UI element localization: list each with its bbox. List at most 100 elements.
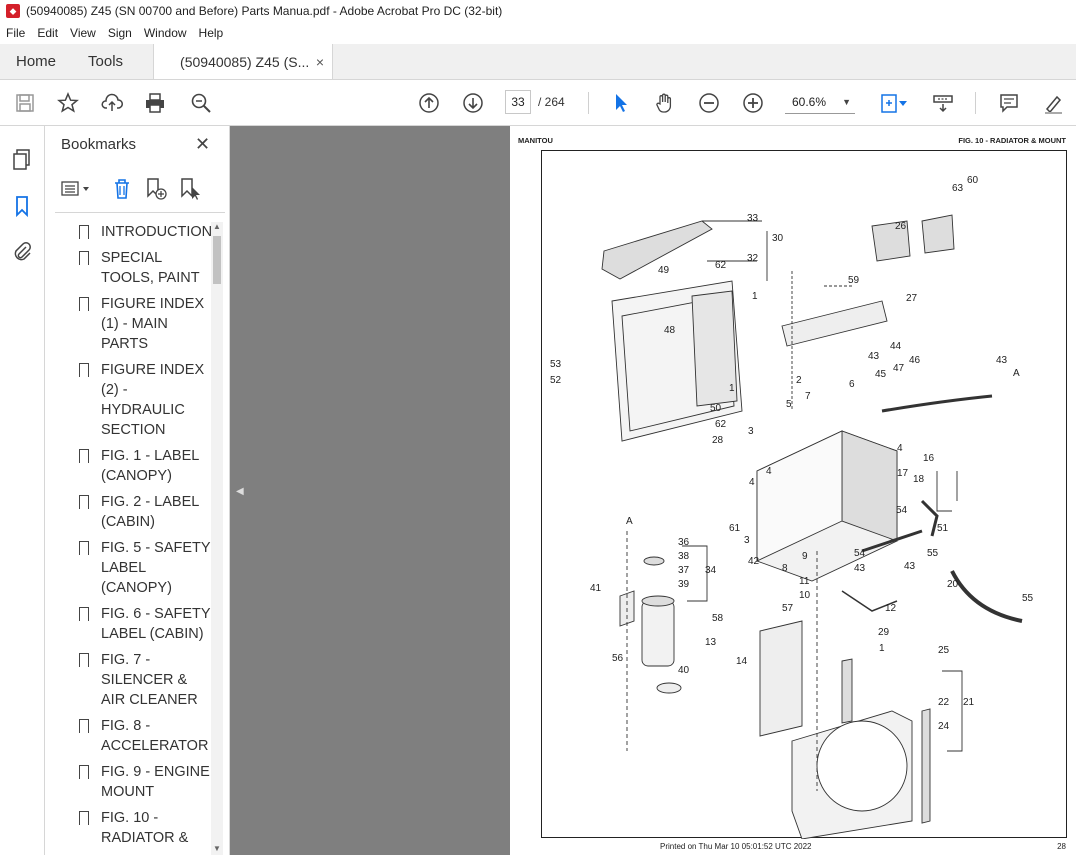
part-callout-label: 43 bbox=[868, 351, 880, 362]
scrollbar-thumb[interactable] bbox=[213, 236, 221, 284]
new-bookmark-icon[interactable] bbox=[143, 176, 169, 202]
part-callout-label: 14 bbox=[736, 656, 748, 667]
scroll-up-icon[interactable]: ▲ bbox=[213, 222, 221, 231]
bookmark-item[interactable]: FIGURE INDEX (2) - HYDRAULIC SECTION bbox=[75, 360, 211, 440]
find-bookmark-icon[interactable] bbox=[177, 176, 203, 202]
part-callout-label: 37 bbox=[678, 565, 690, 576]
part-callout-label: 34 bbox=[705, 565, 717, 576]
bookmarks-divider bbox=[55, 212, 225, 213]
part-callout-label: 1 bbox=[879, 643, 885, 654]
zoom-in-icon[interactable] bbox=[740, 90, 766, 116]
menu-help[interactable]: Help bbox=[198, 26, 224, 40]
menu-file[interactable]: File bbox=[6, 26, 26, 40]
document-viewer[interactable]: ◀ MANITOU FIG. 10 - RADIATOR & MOUNT bbox=[230, 126, 1076, 855]
part-callout-label: 43 bbox=[854, 563, 866, 574]
bookmarks-scrollbar[interactable]: ▲ ▼ bbox=[211, 222, 223, 855]
bookmark-icon bbox=[78, 653, 89, 672]
select-cursor-icon[interactable] bbox=[608, 90, 634, 116]
page-header-left: MANITOU bbox=[518, 136, 553, 145]
bookmark-item[interactable]: FIG. 8 - ACCELERATOR bbox=[75, 716, 211, 756]
bookmark-options-icon[interactable] bbox=[59, 176, 89, 202]
menu-edit[interactable]: Edit bbox=[37, 26, 59, 40]
part-callout-label: 30 bbox=[772, 233, 784, 244]
bookmark-item[interactable]: FIG. 5 - SAFETY LABEL (CANOPY) bbox=[75, 538, 211, 598]
window-title: (50940085) Z45 (SN 00700 and Before) Par… bbox=[26, 4, 503, 18]
part-callout-label: 9 bbox=[802, 551, 808, 562]
bookmark-star-icon[interactable] bbox=[55, 90, 81, 116]
part-callout-label: 4 bbox=[766, 466, 772, 477]
bookmark-item[interactable]: FIG. 2 - LABEL (CABIN) bbox=[75, 492, 211, 532]
highlight-pen-icon[interactable] bbox=[1040, 90, 1066, 116]
page-thumbnails-icon[interactable] bbox=[10, 148, 34, 172]
bookmark-item[interactable]: FIG. 9 - ENGINE MOUNT bbox=[75, 762, 211, 802]
tab-document[interactable]: (50940085) Z45 (S... × bbox=[153, 44, 334, 79]
part-callout-label: 62 bbox=[715, 260, 727, 271]
part-callout-label: 8 bbox=[782, 563, 788, 574]
menu-sign[interactable]: Sign bbox=[107, 26, 132, 40]
toolbar-divider bbox=[588, 92, 589, 114]
part-callout-label: 38 bbox=[678, 551, 690, 562]
part-callout-label: 53 bbox=[550, 359, 562, 370]
diagram-callouts: 3330326249148535250162285927266360434445… bbox=[550, 175, 1034, 732]
page-number-input[interactable]: 33 bbox=[505, 90, 531, 114]
bookmark-item[interactable]: INTRODUCTION bbox=[75, 222, 212, 244]
part-callout-label: 29 bbox=[878, 627, 890, 638]
part-callout-label: 4 bbox=[897, 443, 903, 454]
page-down-icon[interactable] bbox=[460, 90, 486, 116]
part-callout-label: 7 bbox=[805, 391, 811, 402]
page-up-icon[interactable] bbox=[416, 90, 442, 116]
fit-page-icon[interactable] bbox=[876, 90, 902, 116]
part-callout-label: 11 bbox=[799, 576, 810, 587]
part-callout-label: 36 bbox=[678, 537, 690, 548]
part-callout-label: 5 bbox=[786, 399, 792, 410]
chevron-down-icon: ▼ bbox=[842, 97, 851, 107]
part-callout-label: 42 bbox=[748, 556, 760, 567]
part-callout-label: 21 bbox=[963, 697, 975, 708]
bookmark-icon bbox=[78, 251, 89, 270]
comment-icon[interactable] bbox=[996, 90, 1022, 116]
title-bar: ⬥ (50940085) Z45 (SN 00700 and Before) P… bbox=[0, 0, 1076, 22]
bookmark-icon bbox=[78, 541, 89, 560]
bookmark-item[interactable]: FIG. 6 - SAFETY LABEL (CABIN) bbox=[75, 604, 211, 644]
scroll-mode-icon[interactable] bbox=[930, 90, 956, 116]
part-callout-label: 39 bbox=[678, 579, 690, 590]
zoom-level-value: 60.6% bbox=[792, 95, 827, 109]
close-tab-icon[interactable]: × bbox=[315, 53, 325, 70]
zoom-level-select[interactable]: 60.6% ▼ bbox=[785, 90, 855, 114]
zoom-search-icon[interactable] bbox=[188, 90, 214, 116]
part-callout-label: 3 bbox=[744, 535, 750, 546]
tab-home[interactable]: Home bbox=[16, 53, 57, 70]
bookmarks-panel-icon[interactable] bbox=[10, 194, 34, 218]
part-callout-label: A bbox=[626, 516, 633, 527]
scroll-down-icon[interactable]: ▼ bbox=[213, 844, 221, 853]
delete-bookmark-icon[interactable] bbox=[109, 176, 135, 202]
zoom-out-icon[interactable] bbox=[696, 90, 722, 116]
part-callout-label: 47 bbox=[893, 363, 905, 374]
hand-tool-icon[interactable] bbox=[652, 90, 678, 116]
print-icon[interactable] bbox=[142, 90, 168, 116]
close-panel-icon[interactable]: ✕ bbox=[195, 134, 211, 154]
fit-dropdown-icon[interactable] bbox=[897, 90, 909, 116]
part-callout-label: 27 bbox=[906, 293, 918, 304]
part-callout-label: 41 bbox=[590, 583, 602, 594]
part-callout-label: 45 bbox=[875, 369, 887, 380]
page-footer-number: 28 bbox=[1057, 842, 1066, 851]
bookmark-item[interactable]: SPECIAL TOOLS, PAINT bbox=[75, 248, 211, 288]
bookmark-item[interactable]: FIG. 7 - SILENCER & AIR CLEANER bbox=[75, 650, 211, 710]
bookmark-item[interactable]: FIGURE INDEX (1) - MAIN PARTS bbox=[75, 294, 211, 354]
part-callout-label: 16 bbox=[923, 453, 935, 464]
part-callout-label: 26 bbox=[895, 221, 907, 232]
bookmark-item[interactable]: FIG. 10 - RADIATOR & bbox=[75, 808, 211, 848]
bookmarks-toolbar bbox=[59, 176, 229, 202]
tab-tools[interactable]: Tools bbox=[88, 53, 124, 70]
part-callout-label: 44 bbox=[890, 341, 902, 352]
menu-window[interactable]: Window bbox=[143, 26, 187, 40]
bookmark-icon bbox=[78, 719, 89, 738]
upload-cloud-icon[interactable] bbox=[99, 90, 125, 116]
page-header-right: FIG. 10 - RADIATOR & MOUNT bbox=[958, 136, 1066, 145]
collapse-panel-icon[interactable]: ◀ bbox=[236, 486, 244, 497]
save-icon[interactable] bbox=[12, 90, 38, 116]
bookmark-item[interactable]: FIG. 1 - LABEL (CANOPY) bbox=[75, 446, 211, 486]
menu-view[interactable]: View bbox=[70, 26, 96, 40]
attachments-paperclip-icon[interactable] bbox=[10, 240, 34, 264]
